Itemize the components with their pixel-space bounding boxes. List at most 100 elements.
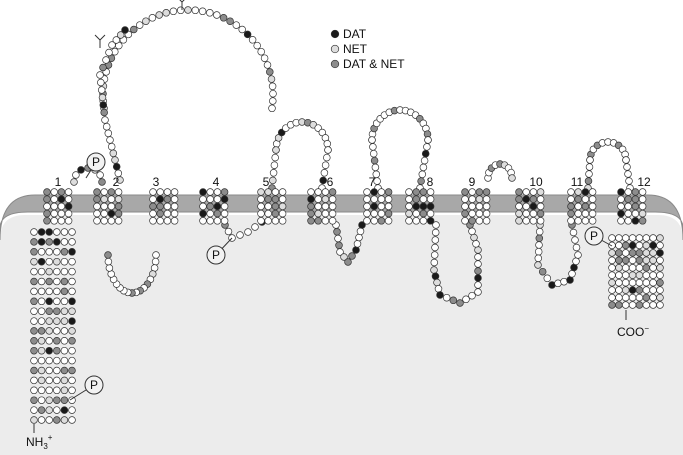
helix-residue [412,209,420,218]
helix-residue [114,188,123,196]
helix-residue [475,209,484,218]
helix-residue [461,202,469,211]
helix-residue [588,209,597,218]
residue [635,301,644,309]
residue [649,286,657,294]
helix-residue [522,209,530,218]
residue [320,169,329,177]
helix-residue [581,217,590,225]
helix-residue [114,202,123,211]
helix-residue [278,195,287,203]
residue [621,301,630,309]
helix-residue [321,217,330,225]
helix-residue [405,202,413,211]
helix-residue [278,202,287,211]
residue [37,277,46,286]
residue [430,251,439,259]
residue [68,317,76,325]
residue [96,171,104,179]
helix-residue [278,209,287,218]
helix-residue [588,202,597,211]
helix-residue [588,217,597,225]
helix-residue [461,188,469,196]
residue [656,241,664,250]
residue [53,307,61,315]
residue [615,241,623,250]
helix-residue [156,202,164,211]
helix-residue [100,195,108,203]
helix-residue [468,209,476,218]
legend-swatch [330,29,340,39]
helix-residue [50,209,58,218]
residue [105,48,113,57]
helix-residue [199,188,207,196]
residue [253,41,261,50]
residue [60,248,69,256]
residue [98,93,107,102]
helix-residue [206,209,214,218]
helix-residue [522,202,530,211]
residue [371,163,380,172]
residue [104,251,112,259]
helix-residue [384,209,393,218]
helix-residue [384,202,393,211]
helix-residue [64,202,73,211]
residue [30,356,38,365]
residue [60,267,69,276]
residue [60,346,69,355]
residue [656,264,664,272]
residue [53,416,61,424]
residue [272,146,280,154]
residue [534,261,542,269]
residue [424,136,432,144]
residue [621,278,630,287]
helix-residue [170,188,179,196]
helix-residue [114,217,123,225]
residue [369,149,378,158]
residue [566,276,574,284]
helix-residue [307,217,315,225]
helix-number-2: 2 [113,175,120,189]
residue [628,271,637,279]
residue [53,366,61,375]
residue [319,176,327,185]
residue [53,297,61,306]
residue [568,270,576,278]
legend-label: DAT [343,27,367,41]
residue [151,257,160,266]
residue [649,256,657,265]
helix-number-4: 4 [213,175,220,189]
helix-residue [567,209,575,218]
helix-residue [328,202,337,211]
residue [656,293,664,302]
residue [45,297,53,306]
helix-residue [50,217,58,225]
helix-residue [213,195,222,203]
residue [68,307,76,315]
residue [474,260,482,268]
residue [53,396,61,404]
helix-residue [631,209,640,218]
helix-residue [213,209,222,218]
residue [68,337,76,345]
helix-residue [170,209,179,218]
residue [336,248,344,256]
helix-residue [50,195,58,203]
residue [45,366,53,375]
residue [569,228,578,237]
helix-residue [328,188,337,196]
residue [436,291,444,299]
helix-residue [617,195,625,203]
residue [30,346,38,355]
helix-residue [114,195,123,203]
residue [635,286,644,294]
helix-residue [156,195,164,203]
residue [423,143,431,151]
helix-number-9: 9 [469,175,476,189]
residue [53,257,61,266]
helix-residue [536,195,545,203]
helix-residue [43,195,51,203]
residue [353,240,362,248]
residue [37,327,46,335]
